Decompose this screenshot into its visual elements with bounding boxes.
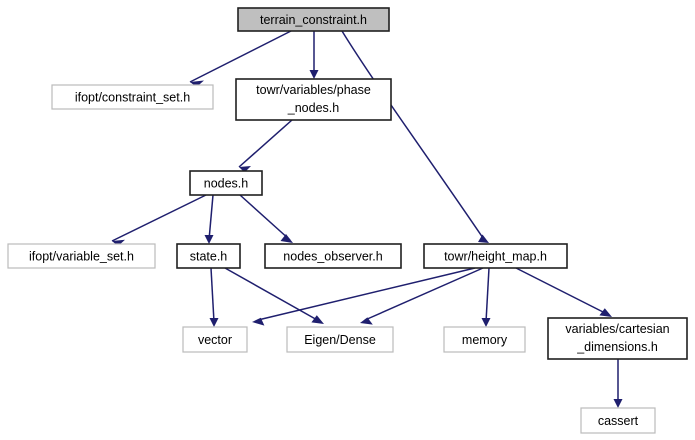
node-box[interactable] — [7, 243, 156, 269]
edge-height_map-to-memory — [481, 267, 491, 327]
node-label-line1: towr/variables/phase — [256, 83, 371, 97]
edge-line — [189, 30, 292, 83]
node-layer: terrain_constraint.h ifopt/constraint_set… — [7, 7, 688, 434]
edge-state-to-eigen_dense — [224, 267, 324, 324]
node-cartesian_dims[interactable]: variables/cartesian _dimensions.h — [547, 317, 688, 360]
arrowhead-icon — [204, 235, 214, 244]
node-box[interactable] — [189, 170, 263, 196]
edge-state-to-vector — [209, 267, 219, 327]
node-box[interactable] — [51, 84, 214, 110]
edge-line — [239, 194, 291, 241]
node-label: memory — [462, 333, 508, 347]
node-vector[interactable]: vector — [182, 326, 248, 353]
arrowhead-icon — [311, 315, 324, 324]
arrowhead-icon — [252, 317, 265, 326]
edge-height_map-to-vector — [252, 267, 476, 326]
node-eigen_dense[interactable]: Eigen/Dense — [286, 326, 394, 353]
node-cassert[interactable]: cassert — [580, 407, 656, 434]
node-box[interactable] — [443, 326, 526, 353]
node-label: towr/height_map.h — [444, 249, 547, 263]
edge-line — [364, 267, 484, 321]
node-box[interactable] — [580, 407, 656, 434]
edge-layer — [111, 30, 623, 408]
node-box[interactable] — [423, 243, 568, 269]
arrowhead-icon — [112, 239, 125, 247]
node-label: nodes.h — [204, 176, 249, 190]
node-variable_set[interactable]: ifopt/variable_set.h — [7, 243, 156, 269]
arrowhead-icon — [613, 399, 623, 408]
node-terrain_constraint[interactable]: terrain_constraint.h — [237, 7, 390, 32]
node-label: vector — [198, 333, 232, 347]
node-state[interactable]: state.h — [176, 243, 241, 269]
arrowhead-icon — [280, 234, 293, 243]
node-label-line2: _dimensions.h — [576, 340, 658, 354]
edge-nodes-to-state — [204, 194, 214, 244]
node-label: terrain_constraint.h — [260, 13, 367, 27]
edge-line — [238, 119, 293, 168]
arrowhead-icon — [478, 234, 489, 243]
node-box[interactable] — [286, 326, 394, 353]
edge-line — [485, 267, 490, 323]
edge-line — [208, 194, 214, 241]
arrowhead-icon — [190, 80, 204, 87]
arrowhead-icon — [481, 318, 491, 327]
edge-height_map-to-eigen_dense — [360, 267, 484, 325]
edge-terrain_constraint-to-phase_nodes — [309, 31, 319, 79]
node-memory[interactable]: memory — [443, 326, 526, 353]
edge-cartesian_dims-to-cassert — [613, 359, 623, 408]
arrowhead-icon — [209, 318, 219, 327]
node-phase_nodes[interactable]: towr/variables/phase _nodes.h — [235, 78, 392, 121]
edge-line — [210, 267, 215, 323]
node-nodes[interactable]: nodes.h — [189, 170, 263, 196]
node-height_map[interactable]: towr/height_map.h — [423, 243, 568, 269]
node-box[interactable] — [264, 243, 402, 269]
node-label: Eigen/Dense — [304, 333, 376, 347]
node-box[interactable] — [235, 78, 392, 121]
node-nodes_observer[interactable]: nodes_observer.h — [264, 243, 402, 269]
edge-terrain_constraint-to-constraint_set — [189, 30, 292, 87]
node-label-line2: _nodes.h — [287, 101, 339, 115]
node-box[interactable] — [547, 317, 688, 360]
arrowhead-icon — [360, 317, 373, 325]
node-constraint_set[interactable]: ifopt/constraint_set.h — [51, 84, 214, 110]
node-label: ifopt/constraint_set.h — [75, 90, 190, 104]
edge-nodes-to-nodes_observer — [239, 194, 293, 243]
node-label-line1: variables/cartesian — [565, 322, 669, 336]
edge-line — [111, 194, 207, 242]
edge-line — [257, 267, 476, 321]
node-box[interactable] — [182, 326, 248, 353]
node-box[interactable] — [176, 243, 241, 269]
node-label: cassert — [598, 414, 639, 428]
arrowhead-icon — [239, 166, 251, 173]
arrowhead-icon — [309, 70, 319, 79]
edge-line — [224, 267, 320, 322]
arrowhead-icon — [599, 308, 612, 317]
node-label: nodes_observer.h — [283, 249, 382, 263]
edge-phase_nodes-to-nodes — [238, 119, 293, 173]
edge-terrain_constraint-to-height_map — [341, 30, 489, 243]
edge-line — [341, 30, 484, 239]
edge-nodes-to-variable_set — [111, 194, 207, 247]
edge-line — [515, 267, 608, 315]
edge-height_map-to-cartesian_dims — [515, 267, 612, 317]
node-label: ifopt/variable_set.h — [29, 249, 134, 263]
node-label: state.h — [190, 249, 228, 263]
node-box[interactable] — [237, 7, 390, 32]
